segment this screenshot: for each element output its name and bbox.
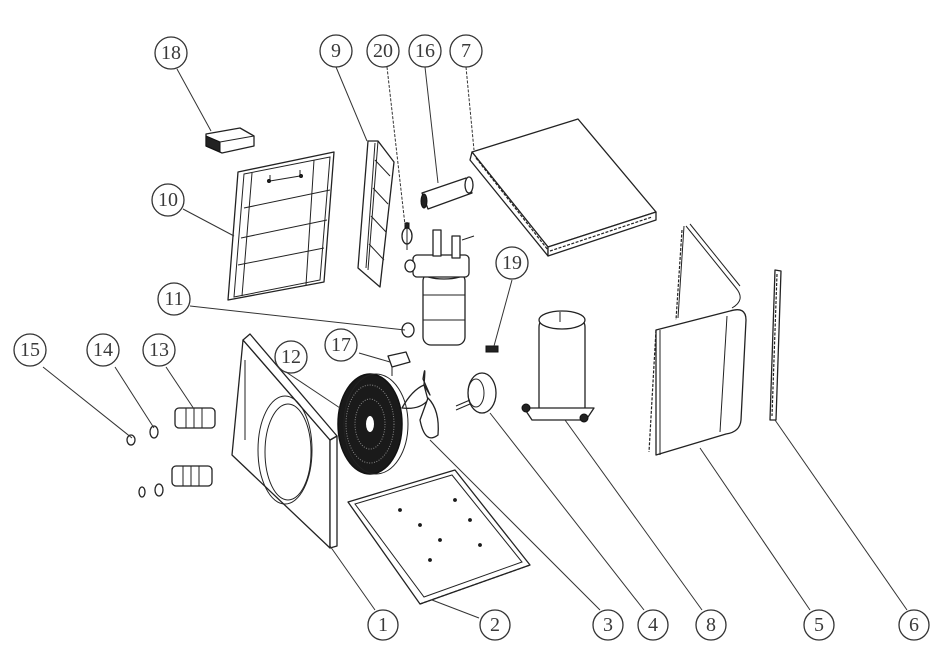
part-1-front-panel: [231, 333, 338, 549]
leader-lines: [42, 66, 908, 619]
callout-10: 10: [151, 183, 185, 217]
callout-label: 1: [378, 614, 388, 636]
callout-label: 9: [331, 40, 341, 62]
callout-1: 1: [367, 609, 399, 641]
callout-label: 5: [814, 614, 824, 636]
callout-label: 20: [373, 40, 393, 62]
callout-label: 17: [331, 334, 351, 356]
callout-9: 9: [319, 34, 353, 68]
part-10-side-panel: [227, 151, 335, 301]
part-9-narrow-grille: [357, 140, 395, 288]
callout-13: 13: [142, 333, 176, 367]
part-19-clip: [485, 345, 499, 353]
callout-7: 7: [449, 34, 483, 68]
part-3-fan-blade: [401, 370, 439, 439]
callout-20: 20: [366, 34, 400, 68]
callout-label: 18: [161, 42, 181, 64]
callout-label: 15: [20, 339, 40, 361]
callout-15: 15: [13, 333, 47, 367]
callout-label: 12: [281, 346, 301, 368]
part-5-evaporator-coil: [648, 223, 747, 456]
callout-14: 14: [86, 333, 120, 367]
callout-12: 12: [274, 340, 308, 374]
callout-label: 8: [706, 614, 716, 636]
part-8-compressor: [521, 310, 595, 423]
callout-18: 18: [154, 36, 188, 70]
callout-label: 13: [149, 339, 169, 361]
callout-19: 19: [495, 246, 529, 280]
part-7-top-cover: [469, 118, 657, 257]
part-6-side-rail: [769, 269, 782, 421]
callout-8: 8: [695, 609, 727, 641]
callout-label: 16: [415, 40, 435, 62]
callout-label: 14: [93, 339, 113, 361]
callout-4: 4: [637, 609, 669, 641]
part-11-heat-exchanger: [401, 229, 475, 346]
callout-label: 7: [461, 40, 471, 62]
callout-3: 3: [592, 609, 624, 641]
callout-11: 11: [157, 282, 191, 316]
part-17-relay: [387, 351, 411, 376]
callout-label: 6: [909, 614, 919, 636]
callout-17: 17: [324, 328, 358, 362]
part-12-fan-guard: [337, 373, 409, 475]
callout-16: 16: [408, 34, 442, 68]
callout-2: 2: [479, 609, 511, 641]
callout-label: 19: [502, 252, 522, 274]
callout-label: 11: [164, 288, 183, 310]
callout-6: 6: [898, 609, 930, 641]
callout-label: 3: [603, 614, 613, 636]
part-20-valve: [401, 222, 413, 250]
parts-13-14-15-connectors: [126, 407, 216, 498]
callout-5: 5: [803, 609, 835, 641]
part-2-base-plate: [347, 469, 531, 605]
part-16-capacitor: [420, 176, 474, 210]
callout-label: 4: [648, 614, 658, 636]
callout-label: 2: [490, 614, 500, 636]
part-4-fan-motor: [455, 372, 497, 414]
callout-label: 10: [158, 189, 178, 211]
part-18-control-box: [205, 127, 255, 154]
